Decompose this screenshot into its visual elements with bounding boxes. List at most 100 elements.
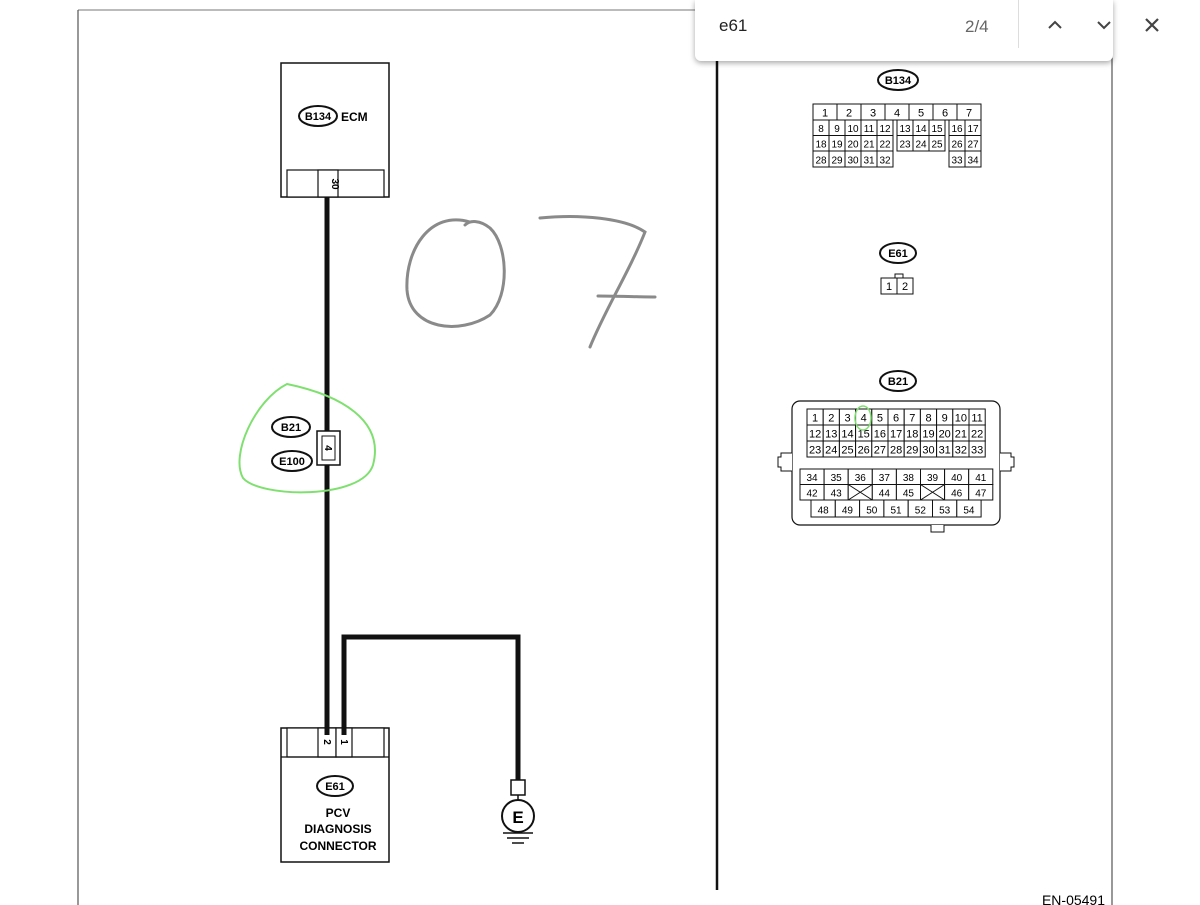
pin-number: 6 (942, 108, 948, 120)
ecm-box: B134 ECM 30 (280, 62, 390, 198)
pin-number: 44 (879, 489, 891, 500)
blank-pin-cross (920, 484, 945, 501)
pin-number: 24 (915, 140, 927, 151)
pin-number: 41 (975, 473, 987, 484)
pin-number: 6 (893, 413, 899, 425)
pin-number: 33 (951, 156, 963, 167)
pin-number: 1 (822, 108, 828, 120)
pin-number: 13 (899, 124, 911, 135)
blank-pin-cross (847, 484, 873, 501)
pin-number: 49 (842, 506, 854, 517)
pin-number: 22 (971, 429, 983, 441)
pin-cell (968, 440, 986, 458)
pin-number: 51 (890, 506, 902, 517)
pin-number: 40 (951, 473, 963, 484)
pin-number: 37 (879, 473, 891, 484)
pin-number: 24 (825, 445, 837, 457)
pcv-diagnosis-connector: 2 1 E61 PCV DIAGNOSIS CONNECTOR (280, 727, 390, 863)
figure-id: EN-05491 (1042, 892, 1105, 905)
previous-match-button[interactable] (1040, 10, 1070, 40)
pin-number: 22 (879, 140, 891, 151)
pin-number: 52 (915, 506, 927, 517)
pin-number: 14 (915, 124, 927, 135)
pin-cell (964, 150, 982, 168)
b21-label: B21 (888, 376, 908, 388)
pin-number: 2 (828, 413, 834, 425)
pcv-label-line3: CONNECTOR (299, 839, 376, 853)
pin-number: 5 (877, 413, 883, 425)
close-icon (1145, 18, 1159, 32)
pin-cell (928, 135, 946, 152)
find-match-count: 2/4 (965, 17, 989, 36)
pin-number: 18 (906, 429, 918, 441)
pin-number: 30 (922, 445, 934, 457)
pin-number: 15 (931, 124, 943, 135)
pin-number: 39 (927, 473, 939, 484)
ground-symbol: E (501, 779, 535, 844)
pin-number: 25 (931, 140, 943, 151)
chevron-up-icon (1048, 20, 1062, 29)
pin-number: 36 (855, 473, 867, 484)
pcv-connector-label: E61 (325, 781, 345, 793)
find-divider (1018, 0, 1019, 48)
ecm-connector-label: B134 (305, 111, 332, 123)
handwritten-07 (405, 215, 657, 349)
pin-number: 21 (863, 140, 875, 151)
pin-number: 23 (809, 445, 821, 457)
pin-number: 8 (925, 413, 931, 425)
pin-number: 50 (866, 506, 878, 517)
pin-number: 2 (846, 108, 852, 120)
e61-pin: 2 (902, 281, 908, 293)
pin-number: 9 (942, 413, 948, 425)
pin-number: 4 (861, 413, 867, 425)
pin-number: 20 (939, 429, 951, 441)
connector-e61: E61 1 2 (879, 242, 917, 295)
pin-number: 20 (847, 140, 859, 151)
pin-number: 8 (818, 124, 824, 135)
pin-number: 31 (939, 445, 951, 457)
pin-number: 35 (831, 473, 843, 484)
pin-number: 9 (834, 124, 840, 135)
pin-number: 17 (967, 124, 979, 135)
pin-number: 11 (864, 124, 875, 135)
ground-label: E (512, 808, 523, 827)
pin-number: 26 (858, 445, 870, 457)
pin-number: 33 (971, 445, 983, 457)
pcv-label-line2: DIAGNOSIS (304, 822, 371, 836)
pin-number: 28 (815, 156, 827, 167)
pin-number: 5 (918, 108, 924, 120)
pin-number: 25 (841, 445, 853, 457)
pin-number: 53 (939, 506, 951, 517)
pin-number: 14 (841, 429, 853, 441)
pin-number: 54 (963, 506, 975, 517)
b134-label: B134 (885, 75, 912, 87)
pin-number: 30 (847, 156, 859, 167)
pin-number: 1 (812, 413, 818, 425)
pin-number: 16 (874, 429, 886, 441)
pin-number: 48 (818, 506, 830, 517)
find-input[interactable] (719, 16, 949, 36)
pin-number: 12 (809, 429, 821, 441)
pin-number: 10 (847, 124, 859, 135)
chevron-down-icon (1097, 21, 1111, 30)
pin-number: 21 (955, 429, 967, 441)
pin-number: 3 (870, 108, 876, 120)
joint-pin: 4 (322, 445, 333, 451)
pin-number: 42 (806, 489, 818, 500)
pin-number: 23 (899, 140, 911, 151)
pin-number: 16 (951, 124, 963, 135)
joint-label-e100: E100 (279, 456, 305, 468)
next-match-button[interactable] (1089, 10, 1119, 40)
pin-number: 46 (951, 489, 963, 500)
pin-number: 45 (903, 489, 915, 500)
close-find-button[interactable] (1137, 10, 1167, 40)
ecm-label: ECM (341, 110, 368, 124)
pin-number: 32 (879, 156, 891, 167)
pin-number: 29 (831, 156, 843, 167)
pin-number: 19 (831, 140, 843, 151)
pin-number: 13 (825, 429, 837, 441)
pin-number: 17 (890, 429, 902, 441)
